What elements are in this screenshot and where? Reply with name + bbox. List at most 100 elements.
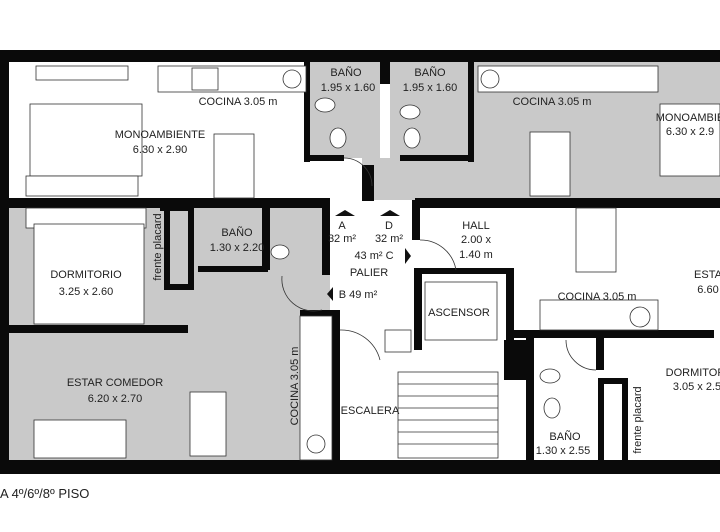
unit-b-label: B 49 m² — [339, 289, 378, 301]
washbasin-icon — [314, 97, 336, 113]
wall — [362, 165, 374, 201]
entry-arrow-a-icon — [335, 210, 355, 216]
entry-arrow-b-icon — [327, 287, 333, 301]
hall-size-line2: 1.40 m — [459, 249, 493, 261]
elevator-car — [424, 281, 498, 341]
toilet-icon — [543, 397, 561, 419]
stairs-label: ESCALERA — [341, 405, 400, 417]
door-swing — [281, 275, 323, 312]
wall — [164, 205, 170, 290]
sofa-icon — [33, 419, 127, 459]
elevator-label: ASCENSOR — [428, 307, 490, 319]
wall — [188, 205, 194, 290]
dining-table-icon — [529, 131, 571, 197]
door-swing — [343, 157, 373, 187]
kitchen-left-vertical-label: COCINA 3.05 m — [289, 347, 301, 426]
bed-icon — [33, 223, 145, 325]
kitchen-counter-left — [157, 65, 307, 93]
wall — [414, 268, 514, 274]
landing-label: PALIER — [350, 267, 388, 279]
bed-icon — [29, 103, 143, 177]
studio-right-size: 6.30 x 2.9 — [666, 126, 714, 138]
toilet-icon — [270, 244, 290, 260]
plan-title: A 4º/6º/8º PISO — [0, 486, 90, 501]
stairs-icon — [397, 371, 499, 459]
closet-right-label: frente placard — [632, 386, 644, 453]
sink-icon — [306, 434, 326, 454]
entry-arrow-c-icon — [405, 248, 411, 264]
bed-icon — [659, 103, 720, 177]
kitchen-counter-right — [477, 65, 659, 93]
sink-icon — [629, 306, 651, 328]
wall — [300, 310, 336, 316]
bedroom-left-size: 3.25 x 2.60 — [59, 286, 113, 298]
wall — [506, 268, 514, 358]
studio-left-name: MONOAMBIENTE — [115, 129, 205, 141]
unit-a-letter: A — [338, 220, 346, 232]
wall — [198, 266, 268, 272]
entry-arrow-d-icon — [380, 210, 400, 216]
living-left-name: ESTAR COMEDOR — [67, 377, 163, 389]
wall — [414, 268, 422, 350]
unit-d-area: 32 m² — [375, 233, 403, 245]
shelf — [35, 65, 129, 81]
door-swing — [419, 239, 457, 271]
studio-right-name: MONOAMBIE — [656, 112, 720, 124]
wall — [160, 205, 192, 211]
bath-top-1-name: BAÑO — [330, 66, 362, 79]
wall — [468, 62, 474, 162]
bedroom-left-name: DORMITORIO — [50, 269, 122, 281]
corridor-right-floor — [362, 158, 472, 200]
wall — [164, 284, 194, 290]
wall — [304, 62, 310, 162]
dining-table-icon — [575, 207, 617, 273]
unit-a-area: 32 m² — [328, 233, 356, 245]
shaft-icon — [384, 329, 412, 353]
wall — [514, 330, 714, 338]
bath-top-1-size: 1.95 x 1.60 — [321, 82, 375, 94]
dining-table-icon — [189, 391, 227, 457]
wall — [415, 198, 720, 208]
wall — [622, 378, 628, 460]
living-left-size: 6.20 x 2.70 — [88, 393, 142, 405]
toilet-icon — [329, 127, 347, 149]
sink-icon — [480, 69, 500, 89]
wall — [400, 155, 470, 161]
closet-left-label: frente placard — [152, 213, 164, 280]
wall — [596, 330, 604, 370]
toilet-icon — [403, 127, 421, 149]
wall — [380, 62, 390, 84]
wall — [598, 378, 604, 460]
bath-top-2-size: 1.95 x 1.60 — [403, 82, 457, 94]
sink-icon — [282, 69, 302, 89]
washbasin-icon — [539, 368, 561, 384]
unit-d-letter: D — [385, 220, 393, 232]
kitchen-counter-left-vertical — [299, 315, 333, 461]
living-right-size: 6.60 — [697, 284, 718, 296]
wall — [8, 198, 330, 208]
kitchen-top-right-label: COCINA 3.05 m — [513, 96, 592, 108]
sofa-icon — [25, 175, 139, 197]
washbasin-icon — [399, 104, 421, 120]
bath-right-name: BAÑO — [549, 430, 581, 443]
wall — [0, 460, 720, 474]
kitchen-top-left-label: COCINA 3.05 m — [199, 96, 278, 108]
kitchen-mid-right-label: COCINA 3.05 m — [558, 291, 637, 303]
bath-right-size: 1.30 x 2.55 — [536, 445, 590, 457]
unit-c-label: 43 m² C — [354, 250, 393, 262]
wall — [504, 340, 534, 380]
wall — [322, 200, 330, 275]
wall — [412, 200, 420, 240]
dining-table-icon — [213, 133, 255, 199]
living-right-name: ESTA — [694, 269, 720, 281]
wall — [0, 50, 720, 62]
bedroom-right-name: DORMITORI — [666, 367, 720, 379]
wall — [262, 208, 270, 270]
bath-left-size: 1.30 x 2.20 — [210, 242, 264, 254]
wall — [8, 325, 188, 333]
studio-left-size: 6.30 x 2.90 — [133, 144, 187, 156]
bedroom-right-size: 3.05 x 2.5 — [673, 381, 720, 393]
kitchen-counter-mid-right — [539, 299, 659, 331]
door-swing — [339, 329, 381, 361]
